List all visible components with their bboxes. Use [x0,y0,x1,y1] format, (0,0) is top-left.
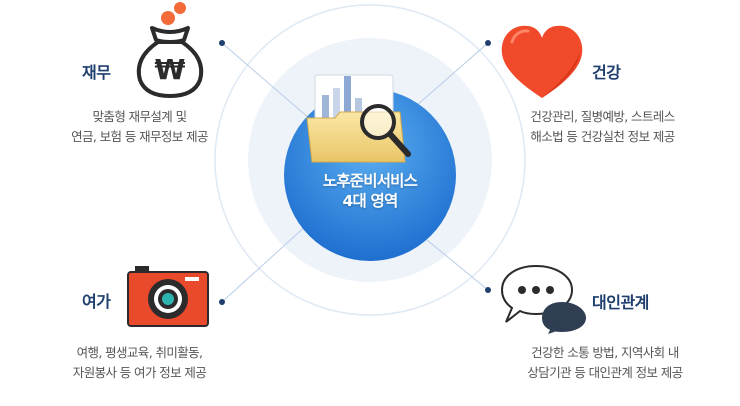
health-desc-line2: 해소법 등 건강실천 정보 제공 [530,129,675,144]
dot-relations [485,287,491,293]
center-title-line1: 노후준비서비스 [322,172,418,190]
dot-finance [219,40,225,46]
dot-health [485,40,491,46]
health-title: 건강 [592,63,621,82]
relations-desc-line1: 건강한 소통 방법, 지역사회 내 [531,345,679,360]
won-symbol: ₩ [155,53,186,86]
speech-bubbles-icon [500,264,588,334]
leisure-desc-line1: 여행, 평생교육, 취미활동, [76,345,203,360]
dot-leisure [219,299,225,305]
health-desc-line1: 건강관리, 질병예방, 스트레스 [530,109,675,124]
health-description: 건강관리, 질병예방, 스트레스 해소법 등 건강실천 정보 제공 [505,107,700,147]
center-title: 노후준비서비스 4대 영역 [295,171,445,211]
relations-title: 대인관계 [592,293,649,312]
center-title-line2: 4대 영역 [342,192,399,210]
leisure-title: 여가 [82,292,111,311]
finance-description: 맞춤형 재무설계 및 연금, 보험 등 재무정보 제공 [52,107,227,147]
relations-description: 건강한 소통 방법, 지역사회 내 상담기관 등 대인관계 정보 제공 [505,343,705,383]
folder-chart-icon [306,74,411,163]
connector-leisure [221,214,319,303]
heart-icon [498,22,586,102]
camera-icon [127,266,209,328]
outer-ring [214,4,526,316]
leisure-desc-line2: 자원봉사 등 여가 정보 제공 [72,365,207,380]
finance-title: 재무 [82,63,111,82]
money-bag-icon: ₩ [130,0,210,100]
relations-desc-line2: 상담기관 등 대인관계 정보 제공 [527,365,683,380]
leisure-description: 여행, 평생교육, 취미활동, 자원봉사 등 여가 정보 제공 [52,343,227,383]
finance-desc-line1: 맞춤형 재무설계 및 [92,109,188,124]
finance-desc-line2: 연금, 보험 등 재무정보 제공 [71,129,208,144]
